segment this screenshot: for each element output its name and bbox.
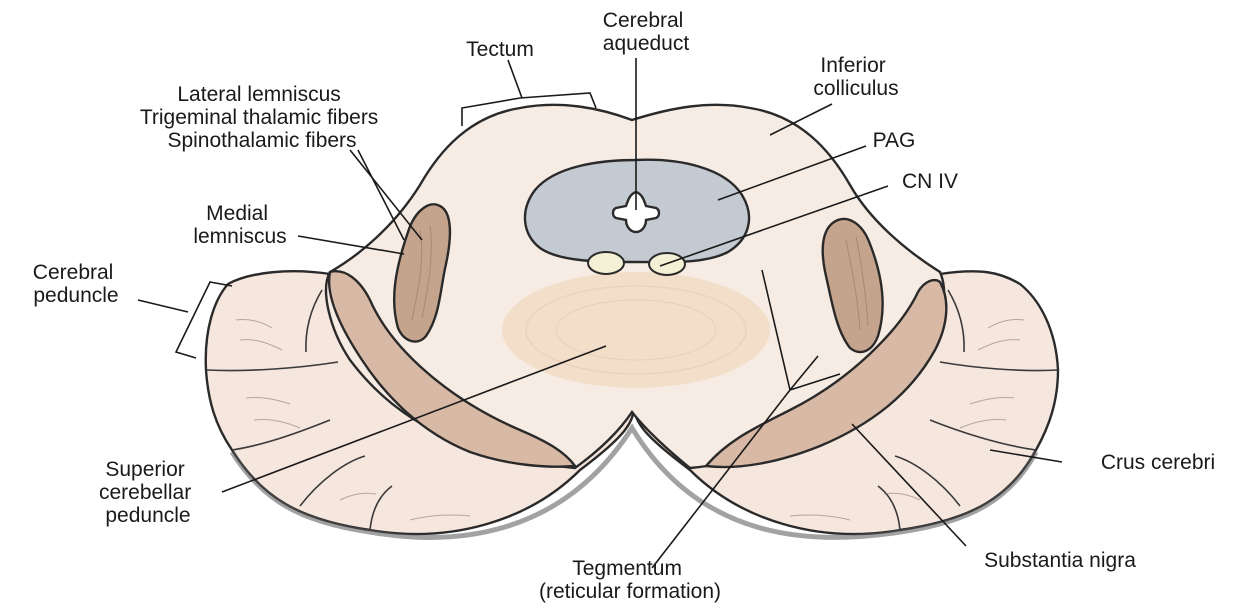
cn-iv-label: CN IV: [902, 170, 958, 193]
medial-lemniscus-label: Medial lemniscus: [193, 202, 286, 248]
cerebral-aqueduct-label: Cerebral aqueduct: [603, 9, 690, 55]
pag-label: PAG: [873, 129, 916, 152]
substantia-nigra-label: Substantia nigra: [984, 549, 1136, 572]
tectum-label: Tectum: [466, 38, 534, 61]
left-cn-iv-nucleus: [588, 252, 624, 274]
lateral-lemniscus-group-label: Lateral lemniscus Trigeminal thalamic fi…: [140, 83, 384, 152]
tegmentum-label: Tegmentum (reticular formation): [539, 557, 721, 603]
cerebral-peduncle-label: Cerebral peduncle: [33, 261, 119, 307]
superior-cerebellar-peduncle-label: Superior cerebellar peduncle: [99, 458, 197, 527]
crus-cerebri-label: Crus cerebri: [1101, 451, 1215, 474]
inferior-colliculus-label: Inferior colliculus: [813, 54, 898, 100]
